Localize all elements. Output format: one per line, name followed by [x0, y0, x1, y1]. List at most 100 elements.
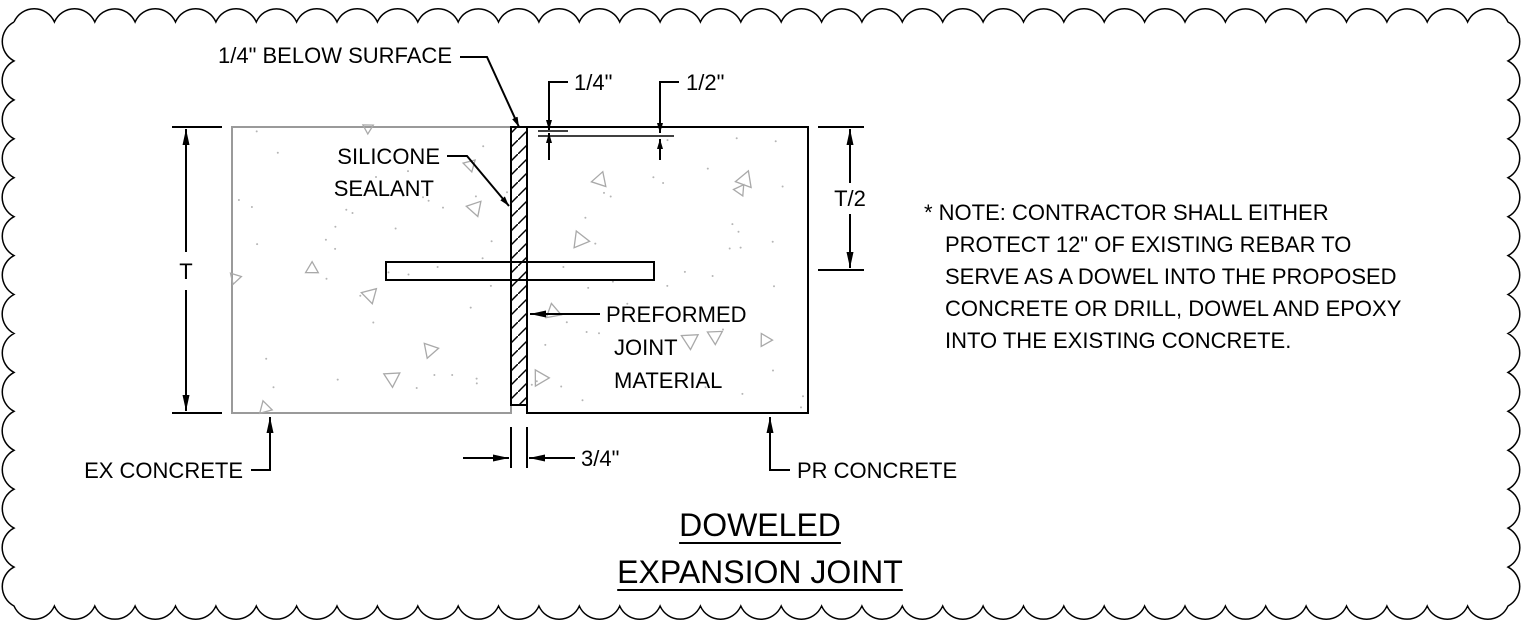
aggregate-dot	[325, 277, 328, 280]
aggregate-dot	[407, 170, 409, 173]
quarter-inch-dim-label: 1/4"	[574, 70, 612, 95]
aggregate-dot	[562, 266, 565, 268]
aggregate-dot	[706, 167, 709, 170]
aggregate-dot	[375, 176, 377, 178]
aggregate-dot	[598, 332, 600, 335]
quarter-inch-dim-leader	[546, 81, 568, 130]
aggregate-stone	[760, 332, 774, 348]
aggregate-dot	[584, 216, 587, 219]
aggregate-stone	[545, 302, 563, 319]
preformed-label-1: PREFORMED	[606, 302, 747, 327]
aggregate-dot	[394, 227, 397, 230]
aggregate-dot	[387, 271, 390, 274]
aggregate-dot	[490, 240, 493, 243]
aggregate-dot	[372, 321, 375, 324]
aggregate-dot	[427, 199, 430, 202]
aggregate-stone	[732, 183, 745, 198]
aggregate-dot	[781, 185, 784, 188]
aggregate-dot	[255, 130, 258, 133]
aggregate-dot	[436, 266, 439, 268]
aggregate-stone	[590, 170, 607, 188]
aggregate-dot	[345, 208, 348, 211]
revision-cloud-border	[1, 7, 1521, 621]
concrete-aggregate-stipple	[229, 124, 804, 415]
aggregate-dot	[474, 195, 477, 198]
aggregate-dot	[272, 386, 275, 389]
ex-concrete-label: EX CONCRETE	[84, 458, 243, 483]
aggregate-dot	[451, 374, 454, 376]
aggregate-dot	[774, 140, 777, 143]
aggregate-dot	[415, 387, 418, 389]
aggregate-dot	[265, 357, 268, 360]
note-line-2: PROTECT 12" OF EXISTING REBAR TO	[945, 232, 1351, 257]
half-inch-dim-label: 1/2"	[686, 70, 724, 95]
aggregate-dot	[737, 230, 740, 233]
note-line-1: * NOTE: CONTRACTOR SHALL EITHER	[924, 200, 1329, 225]
aggregate-dot	[728, 247, 731, 250]
t2-dim-label: T/2	[834, 186, 866, 211]
aggregate-dot	[722, 328, 724, 331]
aggregate-stone	[361, 124, 375, 136]
aggregate-dot	[256, 243, 259, 246]
aggregate-dot	[442, 206, 444, 209]
aggregate-dot	[626, 302, 629, 305]
preformed-joint-strip	[510, 126, 528, 406]
aggregate-dot	[800, 406, 802, 409]
aggregate-dot	[334, 247, 337, 250]
aggregate-dot	[704, 386, 707, 389]
aggregate-dot	[334, 225, 337, 228]
note-line-3: SERVE AS A DOWEL INTO THE PROPOSED	[945, 264, 1397, 289]
aggregate-dot	[609, 195, 612, 198]
aggregate-dot	[735, 137, 738, 140]
aggregate-dot	[433, 374, 436, 376]
aggregate-dot	[771, 240, 774, 243]
aggregate-dot	[336, 378, 339, 381]
note-line-4: CONCRETE OR DRILL, DOWEL AND EPOXY	[945, 296, 1402, 321]
silicone-sealant-label-2: SEALANT	[334, 176, 434, 201]
aggregate-dot	[407, 273, 410, 276]
joint-width-label: 3/4"	[581, 446, 619, 471]
aggregate-dot	[703, 372, 706, 375]
aggregate-stone	[534, 368, 551, 388]
aggregate-stone	[360, 287, 378, 305]
aggregate-dot	[772, 369, 774, 372]
aggregate-dot	[402, 194, 405, 197]
below-surface-leader	[460, 56, 520, 128]
aggregate-dot	[560, 385, 563, 388]
aggregate-dot	[475, 377, 478, 380]
aggregate-dot	[535, 380, 538, 383]
aggregate-stone	[573, 229, 591, 249]
pr-concrete-label: PR CONCRETE	[797, 458, 957, 483]
aggregate-stone	[229, 272, 243, 286]
aggregate-dot	[237, 199, 240, 201]
ex-concrete-leader	[251, 417, 274, 471]
aggregate-dot	[739, 246, 742, 249]
aggregate-dot	[585, 331, 588, 333]
aggregate-dot	[731, 223, 734, 226]
aggregate-stone	[706, 330, 724, 346]
aggregate-dot	[611, 280, 614, 283]
aggregate-stone	[423, 342, 440, 360]
aggregate-dot	[482, 145, 485, 148]
aggregate-stone	[680, 333, 700, 351]
aggregate-dot	[565, 321, 568, 324]
aggregate-dot	[506, 191, 508, 194]
aggregate-dot	[530, 383, 533, 386]
note-line-5: INTO THE EXISTING CONCRETE.	[945, 328, 1291, 353]
aggregate-dot	[469, 306, 472, 309]
aggregate-dot	[489, 284, 492, 287]
aggregate-stone	[461, 159, 477, 174]
aggregate-dot	[802, 395, 804, 398]
silicone-sealant-label-1: SILICONE	[337, 144, 440, 169]
aggregate-dot	[422, 196, 424, 199]
detail-title-line-2: EXPANSION JOINT	[617, 554, 903, 590]
aggregate-stone	[258, 399, 274, 415]
below-surface-label: 1/4" BELOW SURFACE	[218, 43, 452, 68]
aggregate-dot	[475, 382, 478, 385]
aggregate-dot	[587, 286, 590, 289]
half-inch-dim-leader	[657, 81, 679, 133]
aggregate-dot	[711, 275, 714, 277]
aggregate-dot	[683, 270, 686, 273]
contractor-note: * NOTE: CONTRACTOR SHALL EITHER PROTECT …	[924, 200, 1402, 353]
